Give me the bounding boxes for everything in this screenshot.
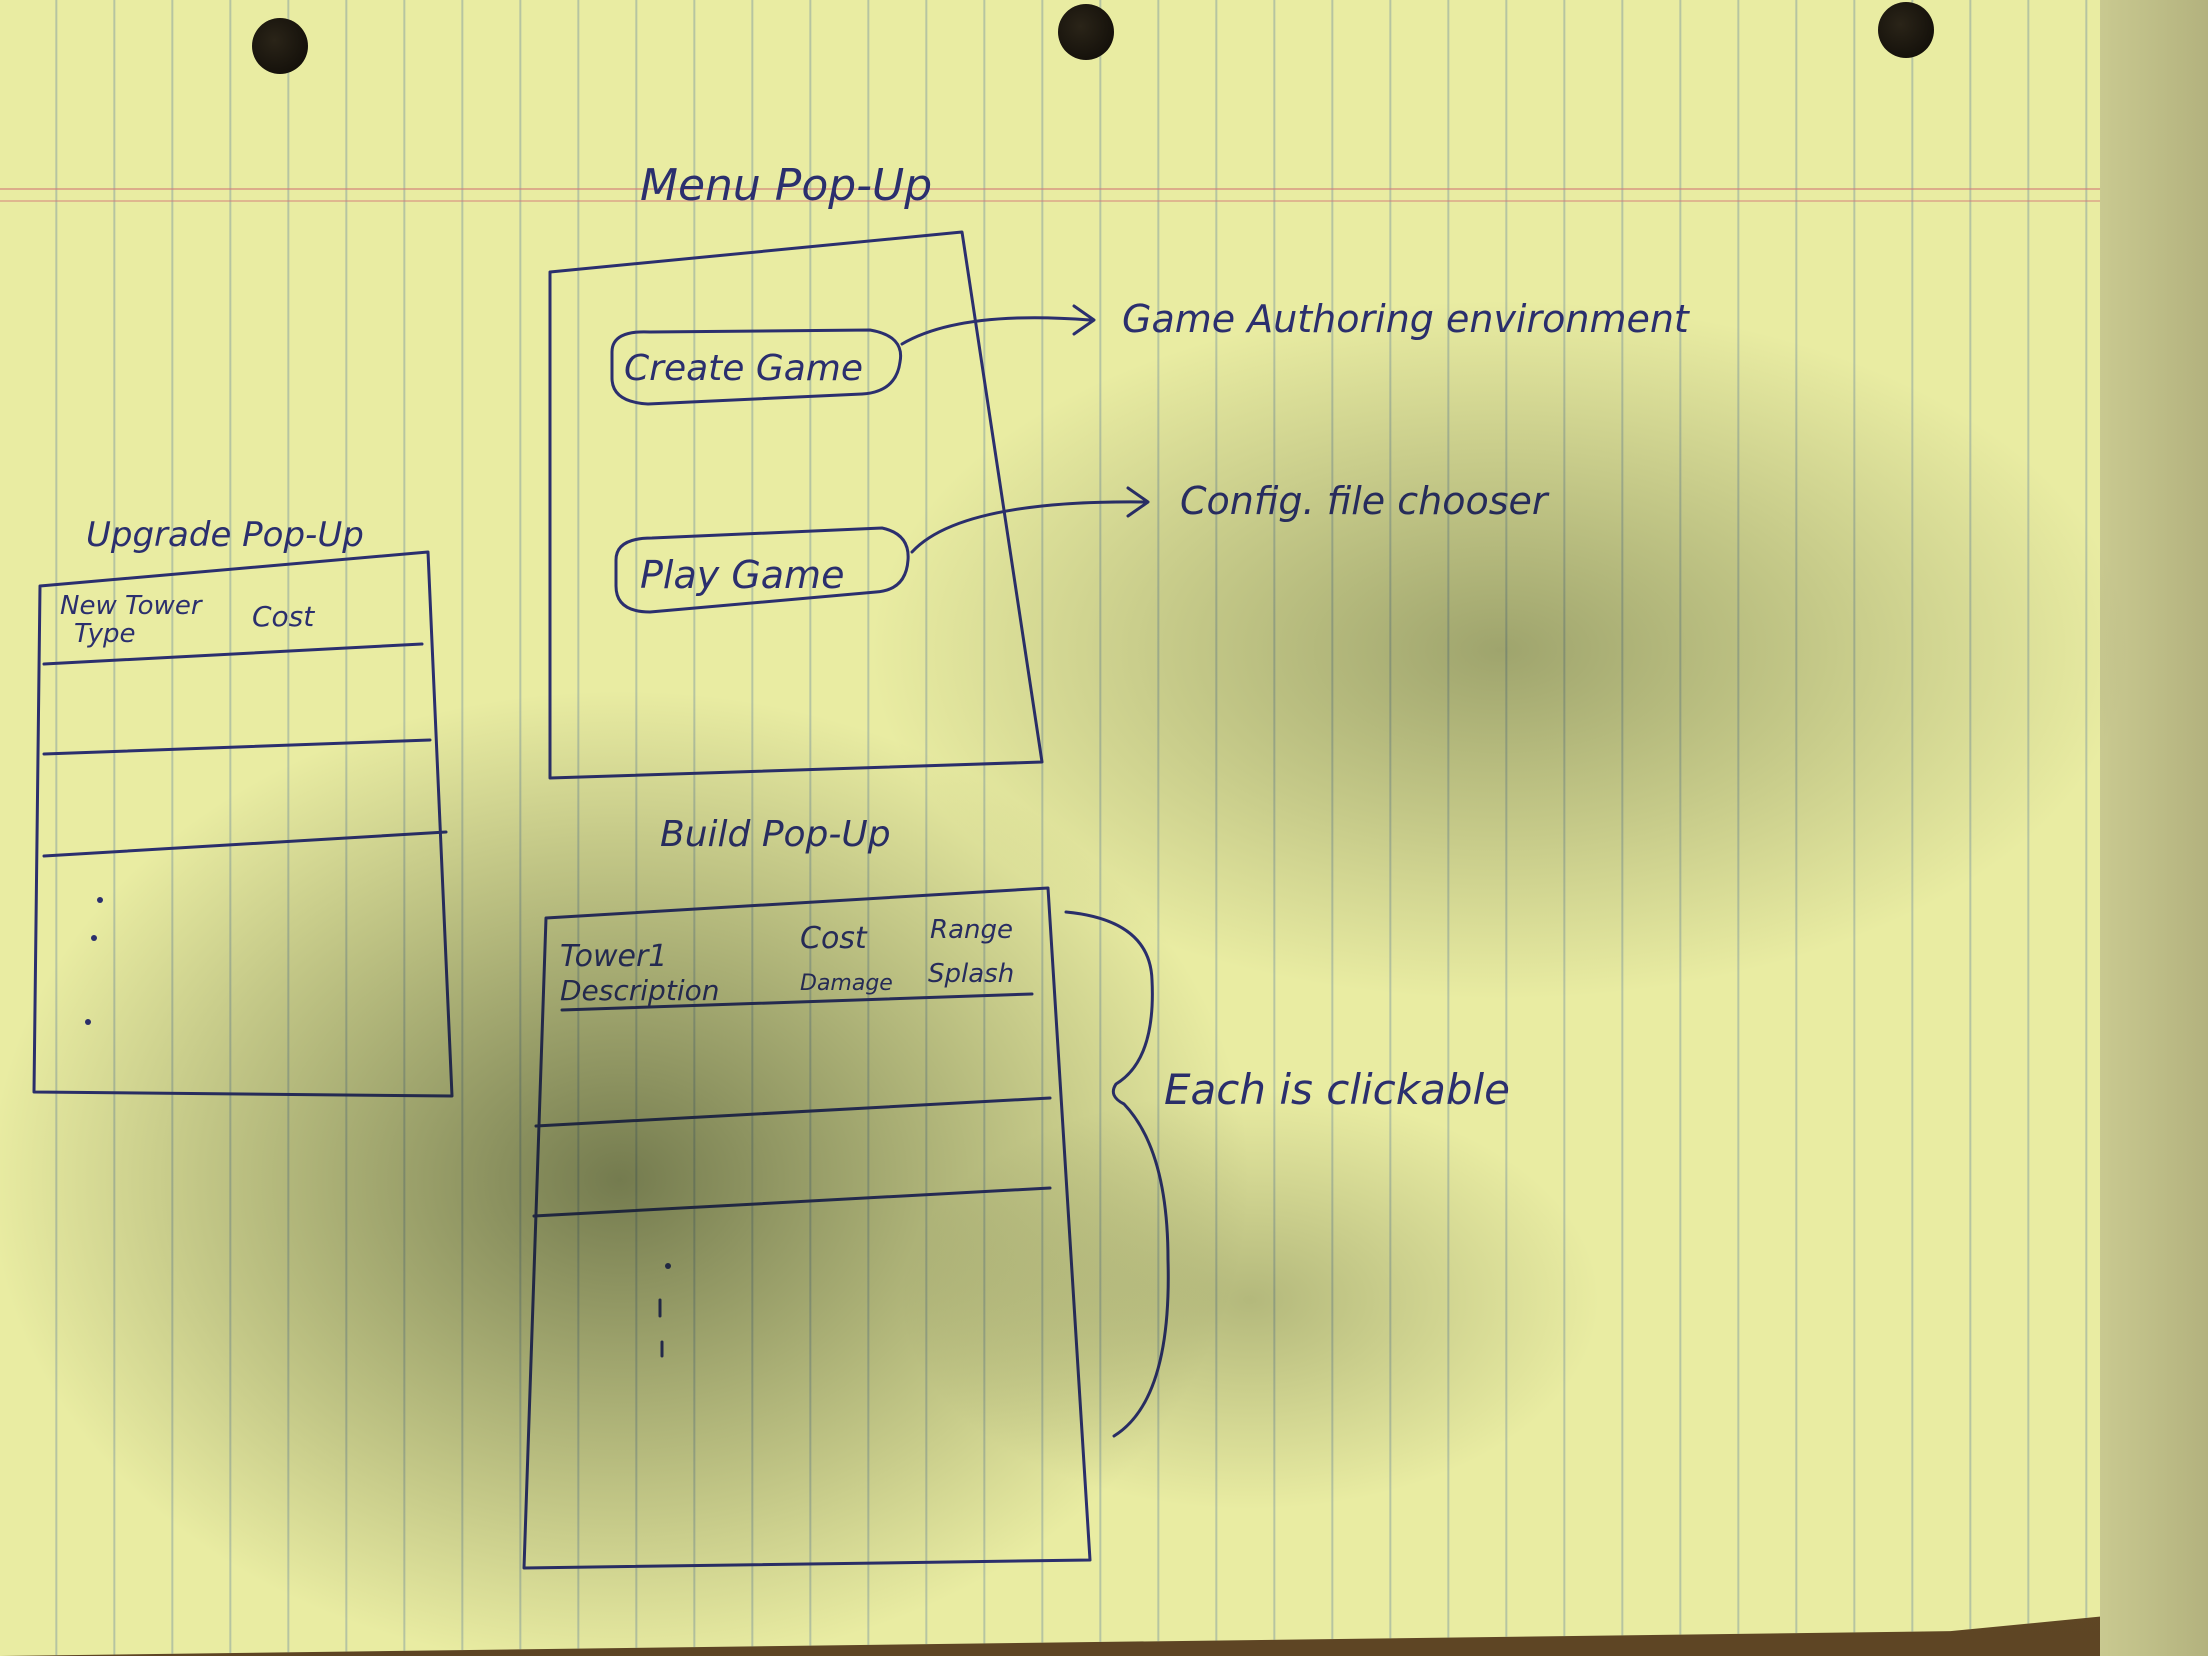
upgrade-popup-sketch: Upgrade Pop-Up New Tower Type Cost bbox=[32, 515, 454, 1098]
build-header-tower: Tower1 bbox=[560, 939, 667, 974]
play-target-label: Config. file chooser bbox=[1180, 479, 1550, 523]
build-header-cost: Cost bbox=[800, 921, 868, 956]
build-ellipsis-dot bbox=[665, 1263, 671, 1269]
upgrade-popup-title: Upgrade Pop-Up bbox=[86, 515, 364, 555]
build-curly-brace bbox=[1064, 910, 1170, 1438]
play-arrow-line bbox=[910, 500, 1146, 554]
build-popup-sketch: Build Pop-Up Tower1 Description Cost Dam… bbox=[522, 814, 1510, 1570]
menu-popup-sketch: Menu Pop-Up Create Game Play Game Game A… bbox=[548, 160, 1691, 780]
menu-popup-frame bbox=[548, 230, 1044, 780]
build-header-splash: Splash bbox=[928, 959, 1014, 989]
menu-popup-title: Menu Pop-Up bbox=[640, 160, 932, 211]
build-header-description: Description bbox=[560, 974, 719, 1007]
create-game-button[interactable]: Create Game bbox=[610, 328, 903, 406]
upgrade-ellipsis-dot bbox=[85, 1019, 91, 1025]
upgrade-header-cost: Cost bbox=[252, 600, 315, 633]
upgrade-row-2[interactable] bbox=[44, 758, 434, 850]
upgrade-ellipsis-dot bbox=[97, 897, 103, 903]
upgrade-header-type-line2: Type bbox=[74, 619, 136, 649]
build-header-damage: Damage bbox=[800, 971, 893, 996]
upgrade-ellipsis-dot bbox=[91, 935, 97, 941]
build-row-1[interactable] bbox=[538, 1012, 1048, 1122]
play-game-label: Play Game bbox=[640, 553, 844, 597]
build-header-range: Range bbox=[930, 915, 1013, 945]
create-arrow-line bbox=[900, 316, 1092, 346]
play-game-button[interactable]: Play Game bbox=[614, 526, 910, 614]
build-annotation: Each is clickable bbox=[1164, 1065, 1510, 1114]
upgrade-header-type-line1: New Tower bbox=[60, 591, 204, 621]
upgrade-row-1[interactable] bbox=[44, 664, 424, 748]
create-target-label: Game Authoring environment bbox=[1122, 297, 1691, 341]
build-popup-title: Build Pop-Up bbox=[660, 814, 891, 855]
create-game-label: Create Game bbox=[624, 348, 863, 389]
build-row-2[interactable] bbox=[538, 1130, 1048, 1212]
